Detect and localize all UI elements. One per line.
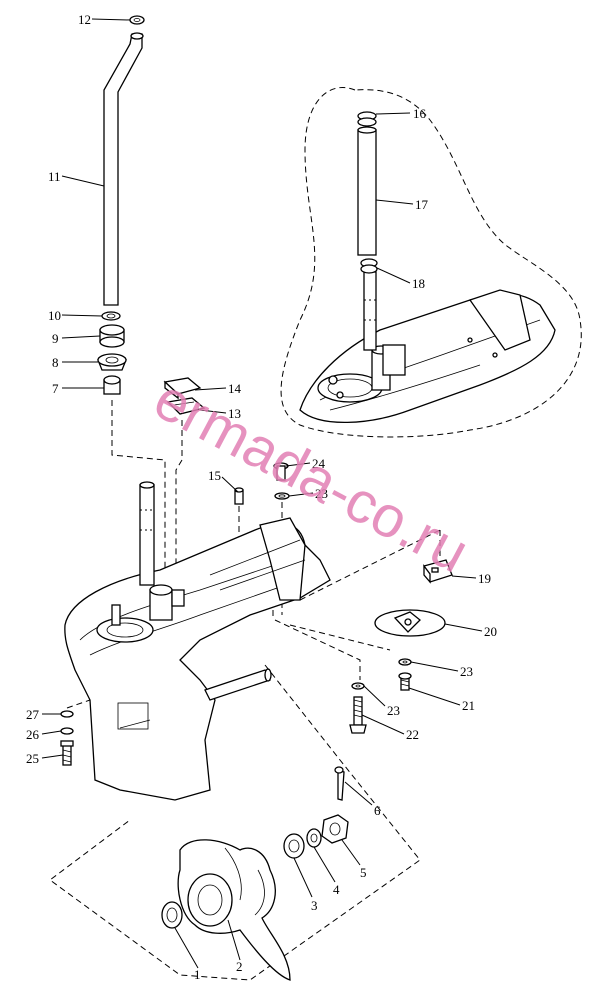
- fasteners-25-26-27: [60, 699, 91, 766]
- callout-18: 18: [412, 276, 425, 291]
- callout-20: 20: [484, 624, 497, 639]
- callout-25: 25: [26, 751, 39, 766]
- callout-9: 9: [52, 331, 59, 346]
- leader-lines: [41, 18, 483, 969]
- callout-23-center: 23: [387, 703, 400, 718]
- callout-23-right: 23: [460, 664, 473, 679]
- callout-labels: 12 11 10 9 8 7 14 13 15 24 23 16 17 18 1…: [26, 12, 497, 982]
- rubber-seals-13-14: [163, 377, 206, 600]
- callout-7: 7: [52, 381, 59, 396]
- inset-detail: [280, 87, 582, 438]
- propeller-assembly: [161, 766, 349, 981]
- callout-1: 1: [194, 967, 201, 982]
- callout-16: 16: [413, 106, 427, 121]
- callout-8: 8: [52, 355, 59, 370]
- callout-13: 13: [228, 406, 241, 421]
- callout-2: 2: [236, 959, 243, 974]
- callout-14: 14: [228, 381, 242, 396]
- anode-parts-19-23: [274, 529, 453, 734]
- callout-4: 4: [333, 882, 340, 897]
- callout-10: 10: [48, 308, 61, 323]
- callout-3: 3: [311, 898, 318, 913]
- callout-27: 27: [26, 707, 40, 722]
- callout-5: 5: [360, 865, 367, 880]
- callout-17: 17: [415, 197, 429, 212]
- callout-23-top: 23: [315, 486, 328, 501]
- callout-24: 24: [312, 456, 326, 471]
- shift-rod-assembly: [97, 15, 166, 580]
- callout-19: 19: [478, 571, 491, 586]
- gearcase-housing: [64, 481, 331, 801]
- callout-21: 21: [462, 698, 475, 713]
- propeller-guide-outline: [49, 664, 421, 981]
- callout-6: 6: [374, 803, 381, 818]
- callout-22: 22: [406, 727, 419, 742]
- callout-12: 12: [78, 12, 91, 27]
- callout-11: 11: [48, 169, 61, 184]
- callout-15: 15: [208, 468, 221, 483]
- callout-26: 26: [26, 727, 40, 742]
